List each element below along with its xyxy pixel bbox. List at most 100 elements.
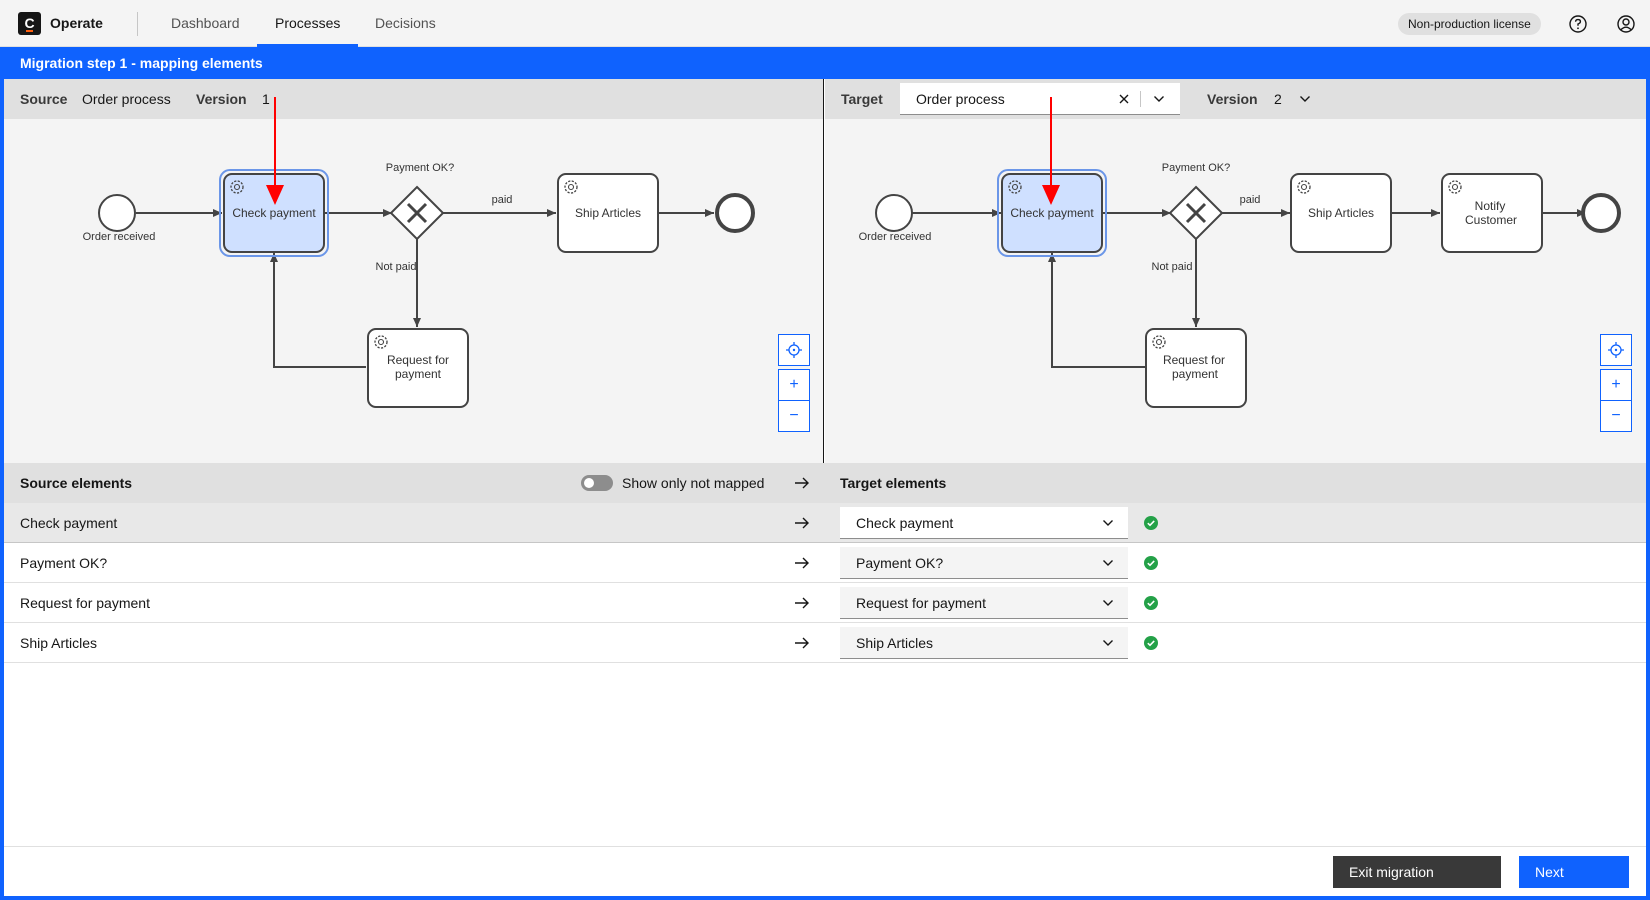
gateway-label: Payment OK? — [386, 162, 454, 174]
target-bpmn-diagram: Order received Check payment Ship Articl… — [859, 99, 1621, 408]
nav-tab-processes[interactable]: Processes — [257, 0, 359, 47]
start-event[interactable] — [875, 194, 913, 232]
source-elements-header: Source elements — [20, 475, 133, 491]
target-process-value: Order process — [916, 91, 1005, 107]
next-button[interactable]: Next — [1519, 856, 1629, 888]
table-row[interactable]: Ship Articles Ship Articles — [4, 623, 1646, 663]
target-element-select[interactable]: Ship Articles — [840, 627, 1128, 659]
chevron-down-icon[interactable] — [1153, 93, 1165, 105]
target-elements-header: Target elements — [840, 475, 947, 491]
target-element-select[interactable]: Payment OK? — [840, 547, 1128, 579]
source-bpmn-canvas[interactable]: Order received Check payment Ship Articl… — [4, 99, 823, 463]
task-ship-articles[interactable] — [557, 173, 659, 253]
gateway-x-icon — [406, 202, 428, 224]
zoom-in-button[interactable]: + — [1600, 369, 1632, 401]
mapping-table-header: Source elements Show only not mapped Tar… — [4, 463, 1646, 503]
target-element-select[interactable]: Check payment — [840, 507, 1128, 539]
crosshair-icon — [1608, 342, 1624, 358]
start-event[interactable] — [98, 194, 136, 232]
table-row[interactable]: Payment OK? Payment OK? — [4, 543, 1646, 583]
target-bpmn-canvas[interactable]: Order received Check payment Ship Articl… — [825, 99, 1646, 463]
nav-tab-decisions[interactable]: Decisions — [375, 15, 436, 31]
source-version-label: Version — [196, 91, 247, 107]
table-row[interactable]: Request for payment Request for payment — [4, 583, 1646, 623]
table-row[interactable]: Check payment Check payment — [4, 503, 1646, 543]
zoom-out-button[interactable]: − — [1600, 400, 1632, 432]
source-process-name: Order process — [82, 91, 171, 107]
mapped-check-icon — [1144, 636, 1158, 650]
annotation-arrowhead — [266, 185, 284, 205]
clear-selection-icon[interactable] — [1118, 93, 1130, 105]
target-element-value: Ship Articles — [856, 635, 934, 651]
flow-label-paid: paid — [1240, 194, 1261, 206]
mapped-check-icon — [1144, 596, 1158, 610]
flow-label-not-paid: Not paid — [1152, 261, 1193, 273]
task-ship-articles[interactable] — [1290, 173, 1392, 253]
nav-tab-dashboard[interactable]: Dashboard — [171, 15, 240, 31]
task-request-for-payment[interactable] — [1145, 328, 1247, 408]
source-element-name: Request for payment — [20, 595, 150, 611]
task-label-ship-articles: Ship Articles — [575, 206, 641, 220]
app-name[interactable]: Operate — [50, 15, 103, 31]
reset-zoom-button[interactable] — [1600, 334, 1632, 366]
task-notify-customer[interactable] — [1441, 173, 1543, 253]
arrow-right-icon — [795, 517, 809, 529]
task-label-request-line2: payment — [395, 367, 442, 381]
chevron-down-icon — [1103, 520, 1113, 526]
gateway-x-icon — [1185, 202, 1207, 224]
start-event-label: Order received — [83, 231, 156, 243]
service-task-gear-icon — [564, 180, 578, 194]
task-request-for-payment[interactable] — [367, 328, 469, 408]
flow-label-paid: paid — [492, 194, 513, 206]
service-task-gear-icon — [1008, 180, 1022, 194]
target-process-combobox[interactable]: Order process — [900, 83, 1180, 115]
start-event-label: Order received — [859, 231, 932, 243]
annotation-arrow-stubs — [274, 97, 1052, 119]
source-diagram-panel: Source Order process Version 1 — [4, 79, 824, 463]
source-element-name: Payment OK? — [20, 555, 108, 571]
source-element-name: Ship Articles — [20, 635, 98, 651]
source-label: Source — [20, 91, 68, 107]
service-task-gear-icon — [1152, 335, 1166, 349]
target-element-value: Payment OK? — [856, 555, 944, 571]
target-version-value[interactable]: 2 — [1274, 91, 1282, 107]
annotation-arrowhead — [1042, 185, 1060, 205]
flow-label-not-paid: Not paid — [376, 261, 417, 273]
user-icon[interactable] — [1616, 14, 1636, 34]
header-divider — [137, 12, 138, 36]
task-label-notify-line2: Customer — [1465, 213, 1517, 227]
crosshair-icon — [786, 342, 802, 358]
app-header: C Operate Dashboard Processes Decisions … — [0, 0, 1650, 47]
target-element-select[interactable]: Request for payment — [840, 587, 1128, 619]
end-event[interactable] — [1581, 193, 1621, 233]
service-task-gear-icon — [1297, 180, 1311, 194]
target-element-value: Check payment — [856, 515, 954, 531]
target-header-bar: Target Order process Version 2 — [825, 79, 1646, 119]
arrow-right-icon — [795, 597, 809, 609]
end-event[interactable] — [715, 193, 755, 233]
task-label-request-line1: Request for — [1163, 353, 1225, 367]
migration-title: Migration step 1 - mapping elements — [4, 47, 1646, 79]
mapped-check-icon — [1144, 516, 1158, 530]
combo-divider — [1140, 91, 1141, 107]
zoom-out-button[interactable]: − — [778, 400, 810, 432]
mapped-check-icon — [1144, 556, 1158, 570]
license-badge: Non-production license — [1398, 13, 1541, 35]
exit-migration-button[interactable]: Exit migration — [1333, 856, 1501, 888]
show-only-not-mapped-label: Show only not mapped — [622, 475, 765, 491]
zoom-in-button[interactable]: + — [778, 369, 810, 401]
source-element-name: Check payment — [20, 515, 118, 531]
show-only-not-mapped-toggle[interactable] — [581, 475, 613, 491]
reset-zoom-button[interactable] — [778, 334, 810, 366]
chevron-down-icon — [1103, 640, 1113, 646]
help-icon[interactable] — [1568, 14, 1588, 34]
source-header-bar: Source Order process Version 1 — [4, 79, 823, 119]
source-version-value: 1 — [262, 91, 270, 107]
task-label-request-line2: payment — [1172, 367, 1219, 381]
task-label-notify-line1: Notify — [1475, 199, 1506, 213]
migration-footer: Exit migration Next — [4, 846, 1646, 896]
gateway-label: Payment OK? — [1162, 162, 1230, 174]
version-chevron-down-icon[interactable] — [1299, 93, 1311, 105]
migration-frame: Migration step 1 - mapping elements Sour… — [0, 47, 1650, 900]
camunda-logo: C — [18, 12, 41, 35]
